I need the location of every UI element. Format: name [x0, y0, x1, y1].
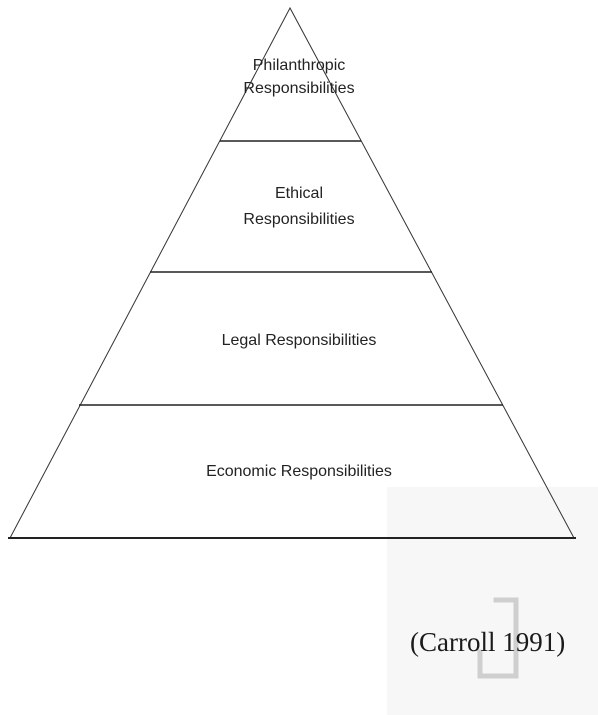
- level-label-line: Philanthropic: [253, 57, 346, 74]
- level-philanthropic: Philanthropic Responsibilities: [243, 57, 354, 97]
- level-label-line: Responsibilities: [243, 211, 354, 228]
- level-label-line: Responsibilities: [243, 80, 354, 97]
- level-legal: Legal Responsibilities: [222, 332, 377, 349]
- level-label-line: Economic Responsibilities: [206, 463, 392, 480]
- citation: (Carroll 1991): [410, 627, 566, 657]
- level-label-line: Legal Responsibilities: [222, 332, 377, 349]
- j-watermark-icon: [477, 597, 519, 679]
- level-ethical: Ethical Responsibilities: [243, 185, 354, 228]
- level-economic: Economic Responsibilities: [206, 463, 392, 480]
- level-label-line: Ethical: [275, 185, 323, 202]
